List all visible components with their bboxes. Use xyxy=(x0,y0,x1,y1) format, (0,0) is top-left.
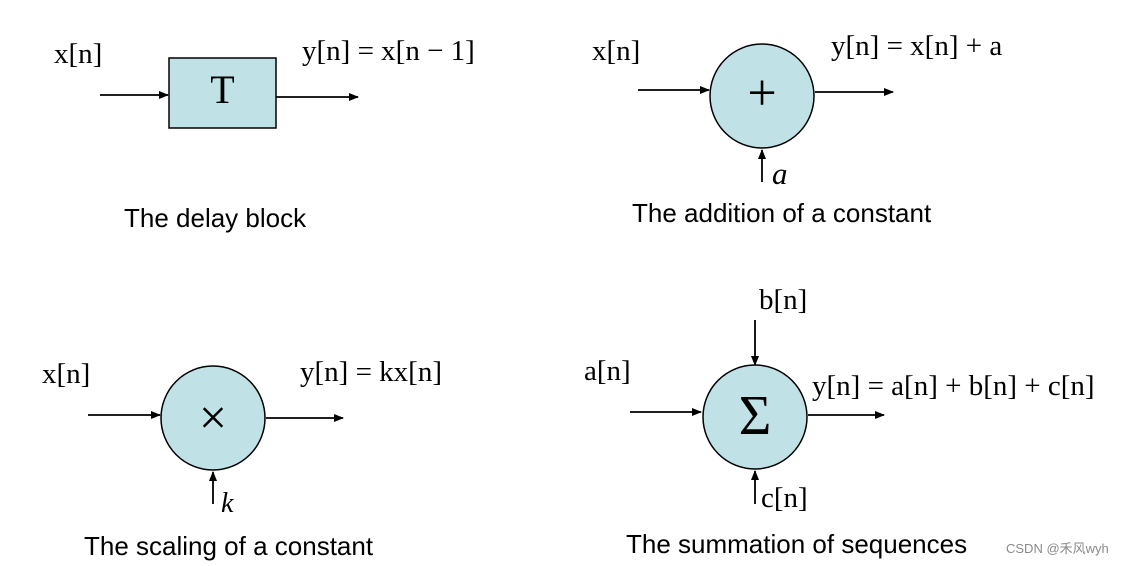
addition-input-label: x[n] xyxy=(592,35,641,67)
scaling-caption: The scaling of a constant xyxy=(84,531,374,561)
summation-caption: The summation of sequences xyxy=(626,529,968,559)
watermark: CSDN @禾风wyh xyxy=(1006,541,1109,556)
summation-operator-symbol: Σ xyxy=(738,385,772,447)
summation-input-top-label: b[n] xyxy=(759,284,808,316)
delay-caption: The delay block xyxy=(124,203,307,233)
delay-output-equation: y[n] = x[n − 1] xyxy=(302,35,475,67)
addition-output-equation: y[n] = x[n] + a xyxy=(831,30,1003,62)
delay-block-symbol: T xyxy=(210,67,235,112)
summation-input-bottom-label: c[n] xyxy=(761,482,808,514)
addition-operator-symbol: + xyxy=(747,65,777,122)
summation-output-equation: y[n] = a[n] + b[n] + c[n] xyxy=(812,370,1095,402)
summation-node xyxy=(702,364,808,470)
scaling-output-equation: y[n] = kx[n] xyxy=(300,356,442,388)
delay-input-label: x[n] xyxy=(54,38,103,70)
addition-node xyxy=(709,43,815,149)
addition-constant-label: a xyxy=(772,156,788,191)
scaling-node xyxy=(160,365,266,471)
scaling-constant-label: k xyxy=(221,488,234,519)
scaling-input-label: x[n] xyxy=(42,358,91,390)
scaling-operator-symbol: × xyxy=(198,389,228,445)
summation-input-left-label: a[n] xyxy=(584,355,631,387)
delay-block xyxy=(168,57,277,129)
addition-caption: The addition of a constant xyxy=(632,198,932,228)
